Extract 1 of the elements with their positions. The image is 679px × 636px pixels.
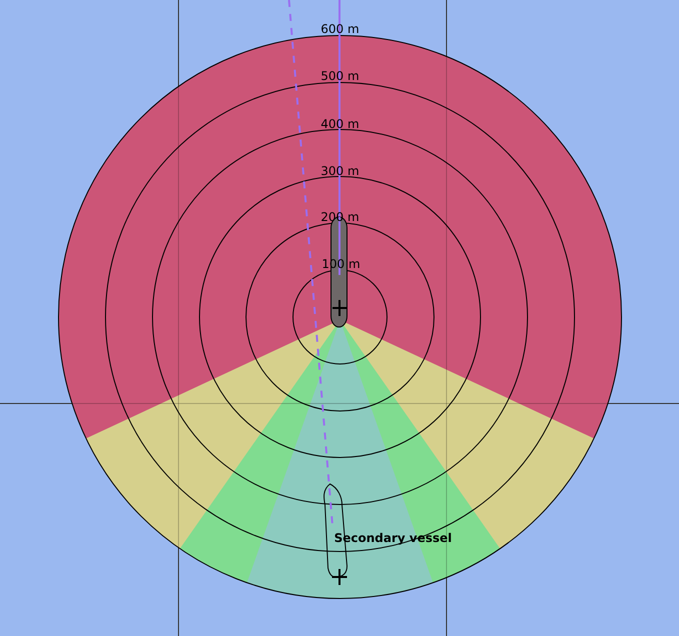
- range-label: 600 m: [320, 23, 360, 35]
